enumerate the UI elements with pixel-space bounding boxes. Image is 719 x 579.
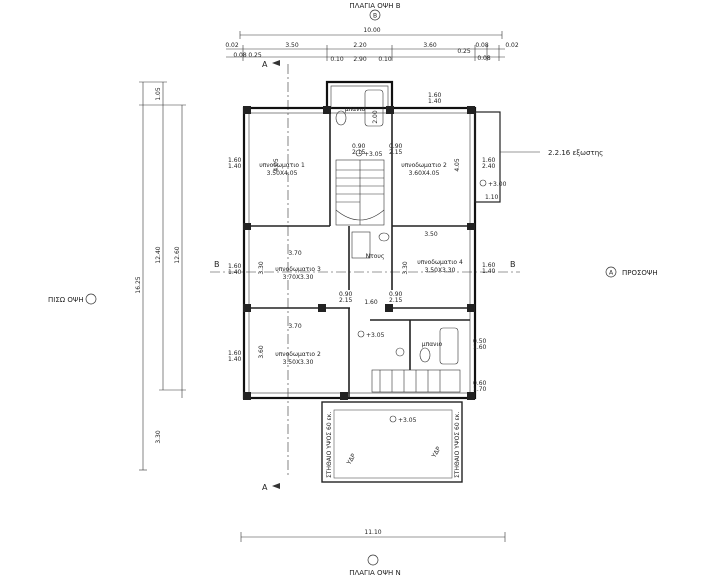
dim-top-5: 0.08 (475, 42, 489, 49)
dim-top2-4: 0.10 (378, 56, 392, 63)
drain-right: ΥΔΡ (430, 445, 442, 460)
staircase (335, 159, 461, 393)
view-title-right: ΠΡΟΣΟΨΗ (622, 269, 658, 277)
view-title-left: ΠΙΣΩ ΟΨΗ (48, 296, 84, 304)
dim-top-6: 0.02 (505, 42, 519, 49)
section-a-bottom-label: A (262, 483, 268, 492)
dim-left-top: 1.05 (155, 87, 162, 101)
view-marker-left (85, 293, 97, 305)
outer-walls (242, 80, 477, 400)
idim-8: 1.60 (364, 299, 378, 306)
section-a-top-label: A (262, 60, 268, 69)
idim-1: 4.05 (454, 158, 461, 172)
dim-top2-0: 0.08 (233, 52, 247, 59)
shower-label: Ντους (366, 253, 385, 260)
bath-top-label: μπανιο (345, 106, 366, 113)
left-dimension-lines (139, 81, 186, 471)
bottom-dimension-line (240, 532, 506, 542)
section-a-top-arrow (272, 60, 280, 66)
idim-7: 3.60 (258, 345, 265, 359)
view-marker-top-label: B (373, 13, 377, 20)
idim-4: 3.70 (288, 323, 302, 330)
room-1-size: 3.50X4.05 (267, 170, 298, 177)
section-b-right-label: B (510, 260, 516, 269)
dim-top-small-right: 0.08 (477, 55, 491, 62)
terrace-right-label: ΣΤΗΘΑΙΟ ΥΨΟΣ 60 εκ. (454, 412, 461, 478)
outer-walls-inner-line (248, 85, 471, 394)
terrace-left-label: ΣΤΗΘΑΙΟ ΥΨΟΣ 60 εκ. (326, 412, 333, 478)
view-marker-right-label: A (609, 270, 614, 277)
bath-bottom-label: μπανιο (422, 341, 443, 348)
view-marker-top (369, 9, 381, 21)
idim-5: 3.30 (258, 261, 265, 275)
level-markers (355, 149, 487, 423)
view-marker-right (605, 266, 617, 278)
level-0: +3.05 (364, 151, 383, 158)
idim-2: 3.70 (288, 250, 302, 257)
dim-top-0: 0.02 (225, 42, 239, 49)
dim-top-total: 10.00 (363, 27, 380, 34)
room-4-size: 3.50X3.30 (425, 267, 456, 274)
bath-fixtures (335, 89, 459, 365)
dim-top2-2: 0.10 (330, 56, 344, 63)
balcony-right (474, 111, 501, 203)
dim-left-bottom: 3.30 (155, 430, 162, 444)
room-3-name: υπνοδωματιο 3 (275, 266, 321, 273)
dim-top-1: 3.50 (285, 42, 299, 49)
idim-3: 3.50 (424, 231, 438, 238)
section-b-left-label: B (214, 260, 220, 269)
level-1: +3.00 (488, 181, 507, 188)
dim-top-4: 0.25 (457, 48, 471, 55)
balcony-dim: 1.10 (485, 194, 499, 201)
idim-6: 3.30 (402, 261, 409, 275)
view-marker-bottom (367, 554, 379, 566)
room-5-name: υπνοδωματιο 2 (275, 351, 321, 358)
idim-9: 2.00 (372, 110, 379, 124)
terrace-inner (333, 409, 453, 479)
drain-left: ΥΔΡ (345, 452, 357, 467)
level-3: +3.05 (398, 417, 417, 424)
dim-left-mid: 12.40 (155, 246, 162, 263)
dim-left-inner: 12.60 (174, 246, 181, 263)
room-1-name: υπνοδωματιο 1 (259, 162, 305, 169)
top-dimension-lines (226, 31, 505, 61)
balcony-note: 2.2.16 εξωστης (548, 149, 603, 157)
view-title-bottom: ΠΛΑΓΙΑ ΟΨΗ Ν (349, 569, 401, 577)
interior-walls (244, 108, 475, 398)
section-a-bottom-arrow (272, 483, 280, 489)
idim-0: 4.05 (273, 158, 280, 172)
room-4-name: υπνοδωματιο 4 (417, 259, 463, 266)
dim-top-3: 3.60 (423, 42, 437, 49)
dim-left-total: 16.25 (135, 276, 142, 293)
dim-top2-1: 0.25 (248, 52, 262, 59)
dim-top-2: 2.20 (353, 42, 367, 49)
dim-bottom-total: 11.10 (364, 529, 381, 536)
dim-top2-3: 2.90 (353, 56, 367, 63)
room-3-size: 3.70X3.30 (283, 274, 314, 281)
room-5-size: 3.50X3.30 (283, 359, 314, 366)
terrace (321, 401, 463, 483)
level-2: +3.05 (366, 332, 385, 339)
room-2-size: 3.60X4.05 (409, 170, 440, 177)
room-2-name: υπνοδωματιο 2 (401, 162, 447, 169)
view-title-top: ΠΛΑΓΙΑ ΟΨΗ Β (349, 2, 400, 10)
